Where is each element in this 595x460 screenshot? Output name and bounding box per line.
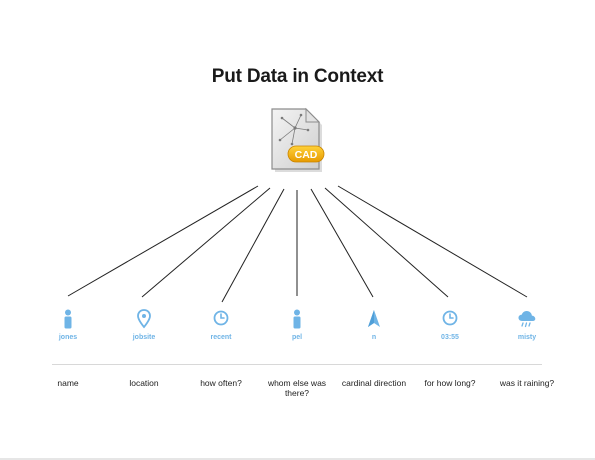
field-value-location: jobsite xyxy=(132,334,156,341)
field-value-direction: n xyxy=(371,334,377,341)
field-question-location: location xyxy=(129,378,159,388)
cad-badge-label: CAD xyxy=(295,149,318,161)
field-value-frequency: recent xyxy=(210,334,232,341)
field-value-weather: misty xyxy=(517,334,537,341)
field-question-frequency: how often? xyxy=(200,378,242,388)
connector-line xyxy=(324,187,449,298)
person-icon xyxy=(28,309,108,331)
diagram-title: Put Data in Context xyxy=(211,66,384,87)
field-value-others: pel xyxy=(291,334,303,341)
rain-cloud-icon xyxy=(487,309,567,331)
field-question-name: name xyxy=(57,378,79,388)
clock-icon xyxy=(181,309,261,331)
connector-line xyxy=(221,188,285,303)
field-question-others: whom else was there? xyxy=(267,378,327,398)
divider-rule xyxy=(52,364,542,365)
field-question-direction: cardinal direction xyxy=(341,378,407,388)
connector-line xyxy=(67,185,259,297)
field-value-duration: 03:55 xyxy=(441,334,459,341)
clock-icon xyxy=(410,309,490,331)
compass-arrow-icon xyxy=(334,309,414,331)
cad-file-icon: CAD xyxy=(268,106,328,172)
field-value-name: jones xyxy=(58,334,78,341)
connector-line xyxy=(310,188,374,298)
person-icon xyxy=(257,309,337,331)
field-question-weather: was it raining? xyxy=(499,378,555,388)
connector-line xyxy=(337,185,528,298)
connector-line xyxy=(141,187,271,298)
field-question-duration: for how long? xyxy=(424,378,476,388)
location-pin-icon xyxy=(104,309,184,331)
footer-rule xyxy=(0,458,595,460)
